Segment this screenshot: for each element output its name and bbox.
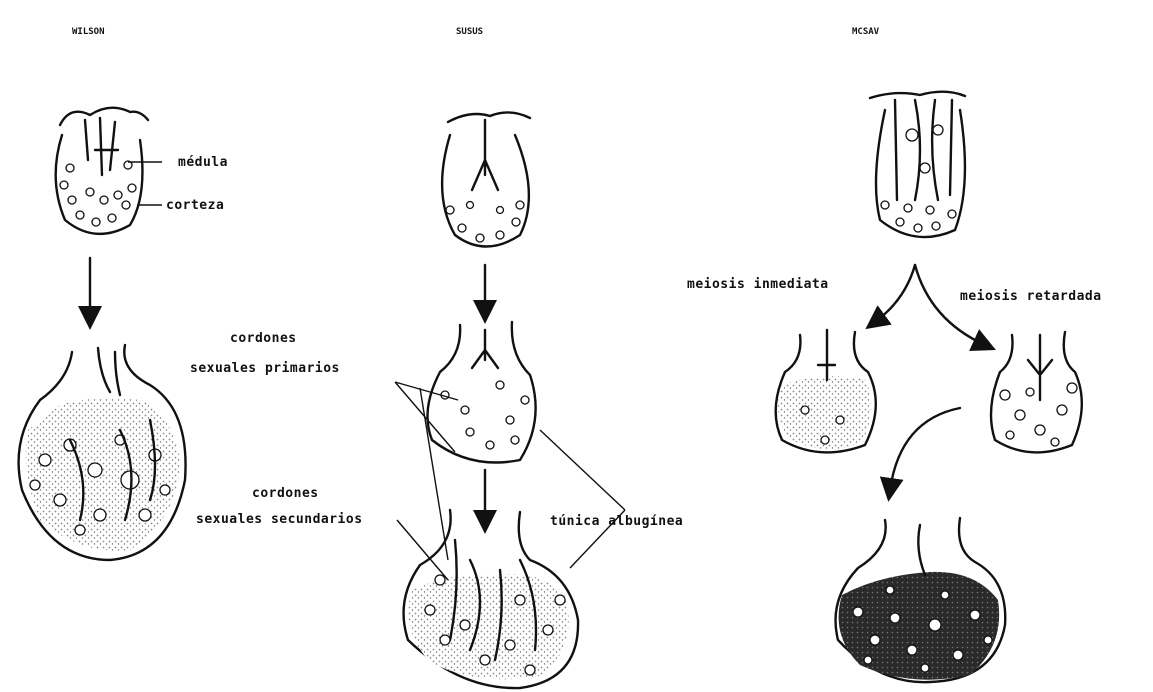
leader-secundarios [397,388,448,580]
left-gonad-large [19,345,186,560]
header-left: WILSON [72,27,105,37]
label-cordones-secundarios-2: sexuales secundarios [196,512,363,527]
left-small-cells [60,161,136,226]
arrow-right-branch-right [915,265,985,345]
label-meiosis-retardada: meiosis retardada [960,289,1102,304]
middle-gonad-medium [428,322,536,463]
label-cordones-primarios-1: cordones [230,331,297,346]
middle-medium-cells [441,381,529,449]
label-medula: médula [178,155,228,170]
header-right: MCSAV [852,27,880,37]
right-gonad-large [836,518,1006,682]
middle-gonad-large [404,510,579,688]
right-gonad-immediate [776,330,876,452]
label-tunica-albuginea: túnica albugínea [550,514,683,529]
right-gonad-delayed [991,332,1082,452]
header-middle: SUSUS [456,27,483,37]
arrow-right-branch-left [875,265,915,322]
right-delayed-cells [1000,383,1077,446]
left-gonad-small [56,108,148,234]
label-cordones-secundarios-1: cordones [252,486,319,501]
leader-tunica [540,430,625,568]
label-meiosis-inmediata: meiosis inmediata [687,277,829,292]
right-gonad-small [870,92,965,237]
arrow-right-converge [890,408,960,490]
middle-gonad-small [442,112,530,246]
label-corteza: corteza [166,198,224,213]
label-cordones-primarios-2: sexuales primarios [190,361,340,376]
